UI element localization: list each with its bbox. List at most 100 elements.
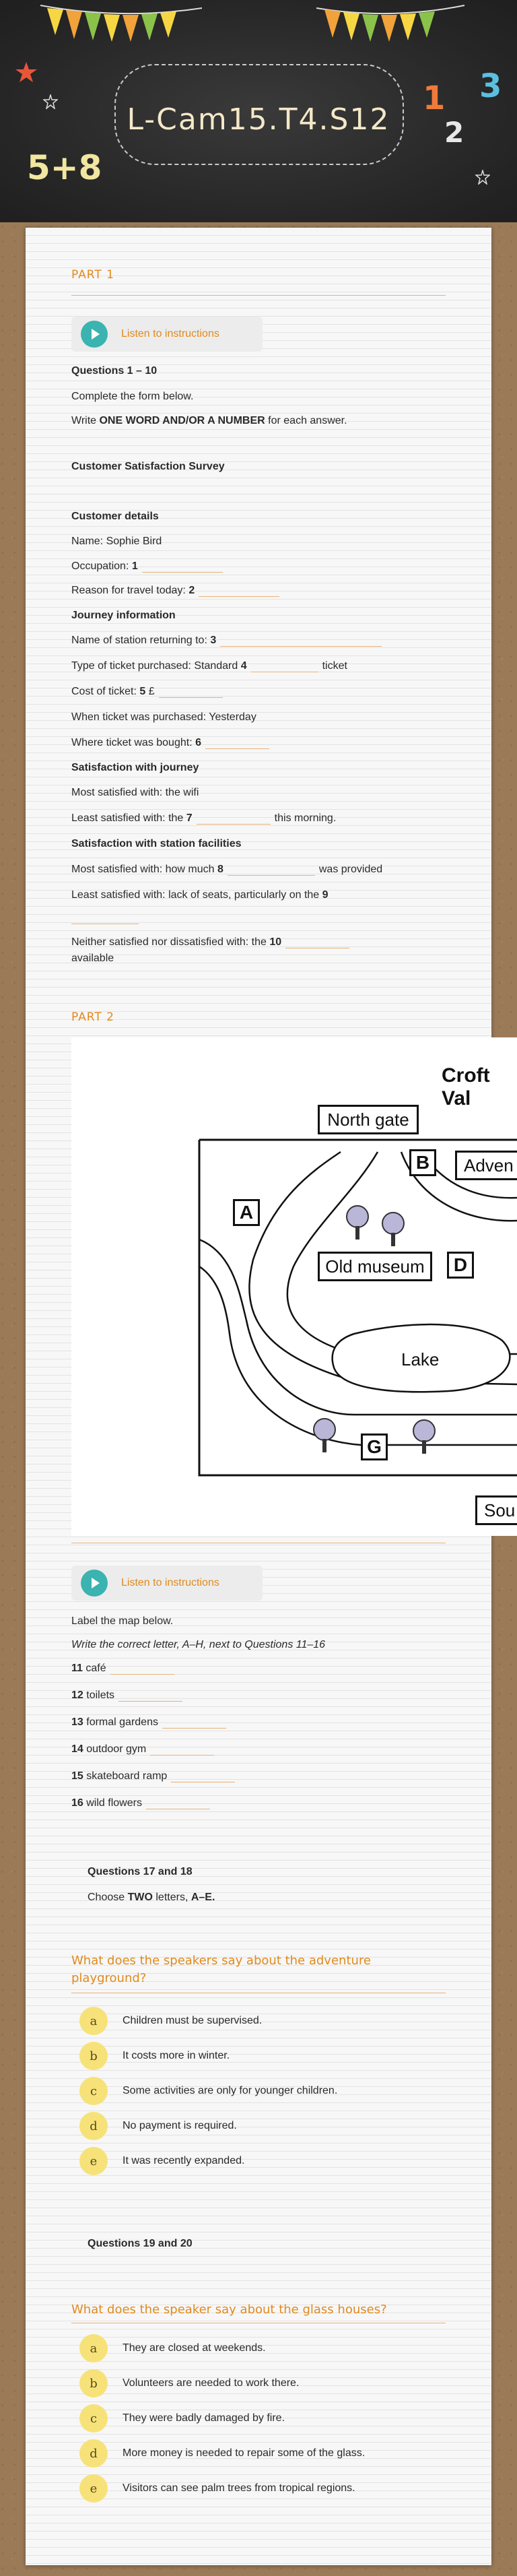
when-line: When ticket was purchased: Yesterday — [71, 711, 256, 723]
listen-instructions-button[interactable]: Listen to instructions — [71, 1566, 263, 1601]
section-satisfaction-journey: Satisfaction with journey — [71, 762, 199, 773]
answer-field-7[interactable] — [196, 814, 271, 825]
map-letter-b: B — [409, 1149, 436, 1176]
map-letter-a: A — [233, 1199, 260, 1226]
option-text: No payment is required. — [123, 2120, 237, 2131]
map-question-12: 12 toilets — [71, 1689, 186, 1702]
map-question-15: 15 skateboard ramp — [71, 1770, 239, 1782]
option-17-b[interactable]: b It costs more in winter. — [79, 2041, 230, 2071]
bunting-left-icon — [40, 5, 202, 42]
listen-label: Listen to instructions — [121, 1577, 219, 1588]
map-letter-g: G — [361, 1434, 388, 1460]
most-wifi-line: Most satisfied with: the wifi — [71, 787, 199, 798]
occupation-line: Occupation: 1 — [71, 560, 227, 573]
listen-instructions-button[interactable]: Listen to instructions — [71, 317, 263, 352]
answer-field-3[interactable] — [220, 636, 382, 647]
instruction-write: Write ONE WORD AND/OR A NUMBER for each … — [71, 415, 347, 426]
answer-field-14[interactable] — [150, 1745, 215, 1756]
option-text: It was recently expanded. — [123, 2155, 245, 2166]
questions-17-18-heading: Questions 17 and 18 — [88, 1866, 193, 1877]
option-letter: c — [79, 2077, 108, 2105]
section-journey: Journey information — [71, 610, 176, 621]
option-text: Visitors can see palm trees from tropica… — [123, 2482, 355, 2494]
option-letter: a — [79, 2007, 108, 2035]
tree-icon — [313, 1418, 336, 1452]
north-gate-label: North gate — [318, 1105, 419, 1134]
park-map: Croft Val North gate Adven Old museum La… — [71, 1037, 517, 1536]
answer-field-13[interactable] — [162, 1718, 226, 1729]
answer-field-11[interactable] — [110, 1664, 174, 1675]
option-letter: b — [79, 2369, 108, 2397]
map-drawing — [198, 1138, 517, 1477]
answer-field-8[interactable] — [227, 865, 315, 876]
answer-field-4[interactable] — [250, 662, 318, 672]
name-line: Name: Sophie Bird — [71, 536, 162, 547]
answer-field-2[interactable] — [199, 586, 280, 597]
option-text: Children must be supervised. — [123, 2015, 263, 2026]
lake-label: Lake — [401, 1349, 440, 1370]
section-customer-details: Customer details — [71, 511, 159, 522]
section-satisfaction-station: Satisfaction with station facilities — [71, 838, 242, 849]
chalk-sum: 5+8 — [27, 148, 102, 187]
map-question-14: 14 outdoor gym — [71, 1743, 218, 1756]
part1-title: PART 1 — [71, 268, 114, 282]
instruction-write-letter: Write the correct letter, A–H, next to Q… — [71, 1639, 326, 1650]
answer-field-5[interactable] — [158, 687, 223, 698]
instruction-label-map: Label the map below. — [71, 1615, 174, 1627]
neither-suffix: available — [71, 953, 114, 964]
question-19-20-prompt: What does the speaker say about the glas… — [71, 2303, 387, 2317]
reason-line: Reason for travel today: 2 — [71, 585, 283, 597]
play-icon[interactable] — [81, 321, 108, 348]
listen-label: Listen to instructions — [121, 328, 219, 340]
answer-field-6[interactable] — [205, 738, 269, 749]
answer-field-1[interactable] — [141, 562, 223, 573]
where-line: Where ticket was bought: 6 — [71, 737, 273, 749]
answer-field-10[interactable] — [285, 938, 350, 948]
least-station-line: Least satisfied with: lack of seats, par… — [71, 889, 329, 901]
answer-field-12[interactable] — [118, 1691, 183, 1702]
option-text: It costs more in winter. — [123, 2050, 230, 2061]
option-19-b[interactable]: b Volunteers are needed to work there. — [79, 2369, 299, 2398]
option-letter: b — [79, 2042, 108, 2070]
questions-17-18-instruction: Choose TWO letters, A–E. — [88, 1892, 215, 1903]
bunting-right-icon — [316, 5, 464, 42]
option-17-c[interactable]: c Some activities are only for younger ch… — [79, 2076, 337, 2106]
page-title: L-Cam15.T4.S12 — [127, 102, 390, 137]
instruction-complete: Complete the form below. — [71, 391, 194, 402]
neither-line: Neither satisfied nor dissatisfied with:… — [71, 936, 353, 948]
chalkboard-header: L-Cam15.T4.S12 5+8 1 2 3 — [0, 0, 517, 222]
white-star-icon — [475, 170, 490, 185]
south-label: Sou — [475, 1495, 517, 1525]
answer-field-15[interactable] — [171, 1772, 236, 1782]
tree-icon — [346, 1205, 369, 1239]
station-line: Name of station returning to: 3 — [71, 635, 386, 647]
option-19-e[interactable]: e Visitors can see palm trees from tropic… — [79, 2474, 355, 2503]
option-letter: e — [79, 2147, 108, 2175]
title-frame — [114, 64, 404, 165]
map-question-16: 16 wild flowers — [71, 1797, 214, 1809]
option-letter: d — [79, 2439, 108, 2468]
play-icon[interactable] — [81, 1570, 108, 1597]
option-17-e[interactable]: e It was recently expanded. — [79, 2146, 244, 2176]
option-17-a[interactable]: a Children must be supervised. — [79, 2006, 262, 2036]
map-question-13: 13 formal gardens — [71, 1716, 230, 1729]
question-17-18-prompt: What does the speakers say about the adv… — [71, 1954, 371, 1985]
option-text: They are closed at weekends. — [123, 2342, 266, 2354]
option-letter: e — [79, 2474, 108, 2503]
part2-title: PART 2 — [71, 1010, 114, 1024]
answer-field-9[interactable] — [71, 913, 139, 924]
option-text: Volunteers are needed to work there. — [123, 2377, 300, 2389]
option-text: Some activities are only for younger chi… — [123, 2085, 338, 2096]
option-letter: c — [79, 2404, 108, 2433]
red-star-icon — [15, 62, 37, 82]
map-question-11: 11 café — [71, 1663, 178, 1675]
tree-icon — [413, 1419, 436, 1454]
cost-line: Cost of ticket: 5 £ — [71, 686, 227, 698]
answer-field-16[interactable] — [145, 1799, 210, 1809]
